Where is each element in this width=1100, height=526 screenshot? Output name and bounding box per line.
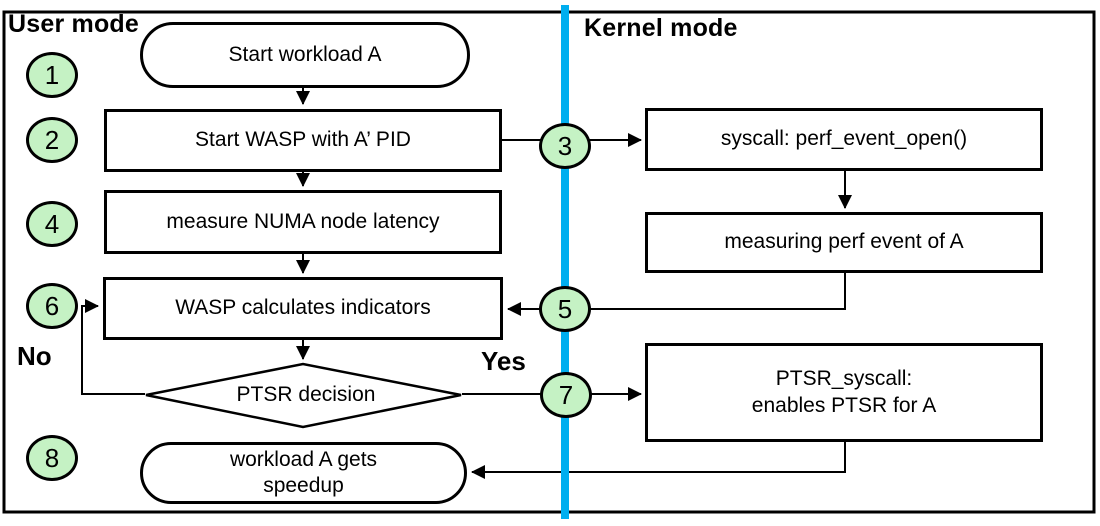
- node-measuring-perf-label: measuring perf event of A: [724, 230, 964, 254]
- decision-diamond: [145, 362, 462, 429]
- step-number-4: 4: [44, 208, 60, 239]
- node-start-workload: Start workload A: [140, 22, 470, 88]
- arrow-decision-no-to-waspcalc: [81, 299, 145, 395]
- step-number-2: 2: [44, 124, 60, 155]
- node-measure-numa: measure NUMA node latency: [104, 190, 502, 254]
- outer-border: [2, 10, 1096, 514]
- node-wasp-calculates: WASP calculates indicators: [103, 277, 503, 340]
- node-measuring-perf: measuring perf event of A: [645, 212, 1043, 273]
- step-circle-8: 8: [26, 435, 78, 481]
- kernel-mode-label: Kernel mode: [584, 14, 738, 42]
- step-number-7: 7: [558, 379, 574, 410]
- step-number-1: 1: [44, 59, 60, 90]
- node-ptsr-syscall: PTSR_syscall: enables PTSR for A: [645, 343, 1043, 442]
- node-start-workload-label: Start workload A: [228, 42, 382, 66]
- step-number-6: 6: [44, 290, 60, 321]
- step-circle-4: 4: [26, 201, 78, 247]
- node-workload-speedup: workload A gets speedup: [140, 442, 467, 504]
- step-circle-1: 1: [26, 52, 78, 98]
- step-number-3: 3: [557, 130, 573, 161]
- arrow-ptsr-to-speedup: [471, 442, 846, 479]
- node-ptsr-syscall-line1: PTSR_syscall:: [775, 367, 913, 391]
- step-circle-5: 5: [539, 286, 591, 332]
- edge-label-yes: Yes: [481, 346, 526, 376]
- node-workload-speedup-line2: speedup: [263, 474, 344, 497]
- node-ptsr-syscall-line2: enables PTSR for A: [751, 393, 937, 417]
- step-circle-6: 6: [26, 283, 78, 329]
- node-syscall-perf-label: syscall: perf_event_open(): [720, 127, 968, 151]
- step-circle-3: 3: [539, 123, 591, 169]
- edge-label-no: No: [17, 341, 52, 371]
- step-circle-7: 7: [540, 372, 592, 418]
- node-start-wasp-label: Start WASP with A’ PID: [195, 128, 411, 152]
- node-wasp-calculates-label: WASP calculates indicators: [175, 296, 431, 320]
- node-ptsr-decision: PTSR decision: [150, 363, 462, 427]
- node-ptsr-decision-label: PTSR decision: [236, 383, 376, 406]
- node-start-wasp: Start WASP with A’ PID: [104, 109, 502, 172]
- step-number-8: 8: [44, 442, 60, 473]
- step-circle-2: 2: [26, 117, 78, 163]
- step-number-5: 5: [557, 293, 573, 324]
- node-measure-numa-label: measure NUMA node latency: [166, 209, 440, 233]
- arrow-measuring-to-waspcalc: [507, 273, 846, 316]
- user-mode-label: User mode: [8, 10, 140, 38]
- node-workload-speedup-line1: workload A gets: [229, 447, 378, 471]
- node-syscall-perf: syscall: perf_event_open(): [645, 108, 1043, 171]
